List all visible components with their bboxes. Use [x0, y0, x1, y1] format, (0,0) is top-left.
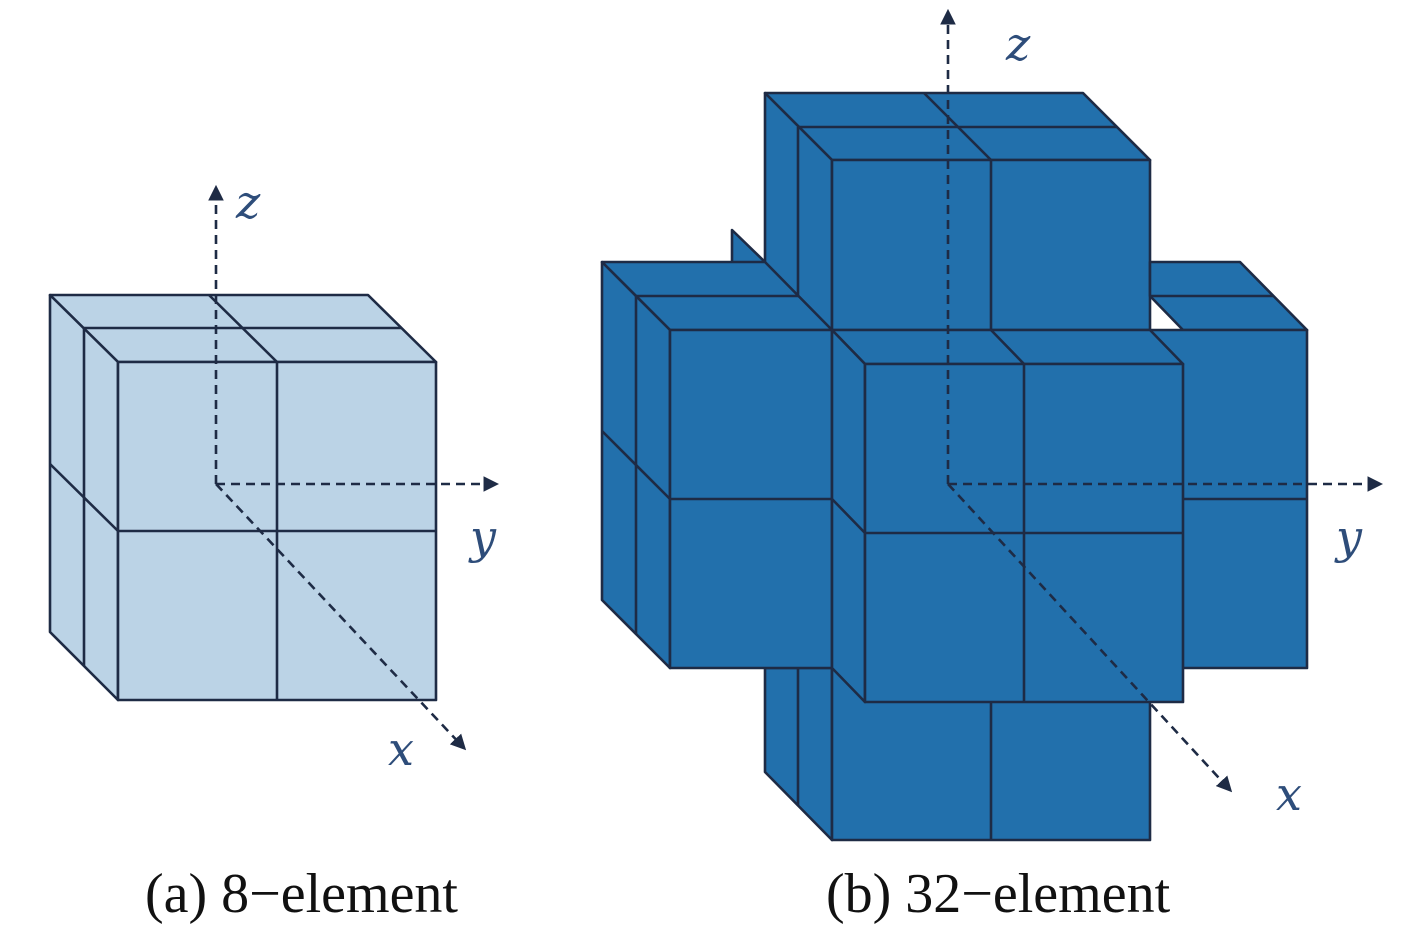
- z-axis-label: z: [235, 175, 261, 229]
- arm-bottom-divisions: [796, 668, 993, 840]
- thirty-two-element-cross: [600, 91, 1309, 842]
- x-axis: [947, 483, 1233, 793]
- arm-top-divisions: [796, 92, 1117, 330]
- caption-b: (b) 32−element: [826, 863, 1171, 925]
- axes-a: [208, 184, 500, 751]
- eight-element-cube: [48, 293, 438, 702]
- arm-left-divisions: [601, 294, 832, 634]
- caption-a: (a) 8−element: [145, 863, 458, 925]
- panel-a-8-element-cube: z y x (a) 8−element: [48, 175, 500, 925]
- axes-b: [940, 8, 1384, 793]
- x-axis-label: x: [1276, 767, 1302, 821]
- z-axis-label: z: [1005, 17, 1031, 71]
- center-divisions: [831, 329, 1183, 702]
- y-axis-label: y: [468, 510, 497, 564]
- x-axis: [215, 483, 467, 751]
- cube-element-divisions: [49, 294, 436, 700]
- panel-b-32-element-cross: z y x (b) 32−element: [600, 8, 1384, 925]
- x-axis-label: x: [388, 722, 414, 776]
- y-axis-label: y: [1334, 510, 1363, 564]
